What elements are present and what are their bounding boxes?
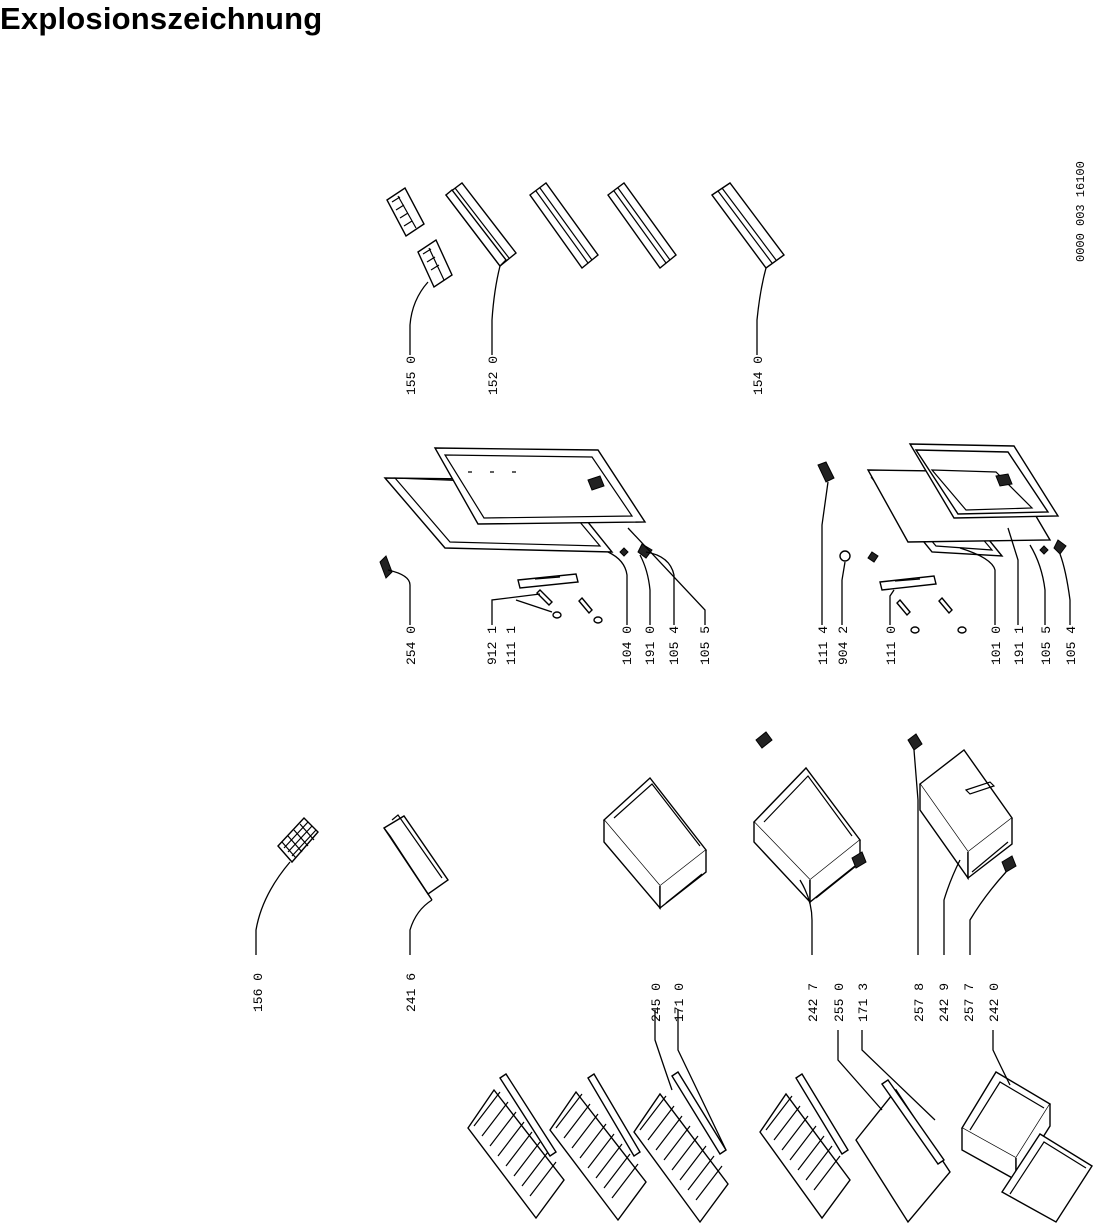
label-105-4-lower: 105 4 [1064,626,1079,665]
drawer-upper [603,776,707,910]
fridge-door-104-0 [383,447,647,553]
label-242-9: 242 9 [937,983,952,1022]
label-171-0: 171 0 [672,983,687,1022]
label-241-6: 241 6 [404,973,419,1012]
label-111-4: 111 4 [816,626,831,665]
door-shelf-154-0 [711,182,785,269]
label-154-0: 154 0 [751,356,766,395]
label-242-0: 242 0 [987,983,1002,1022]
door-shelf-b [607,182,677,270]
vegetable-bin-242-0 [961,1071,1093,1223]
label-171-3: 171 3 [856,983,871,1022]
label-191-1: 191 1 [1012,626,1027,665]
label-191-0: 191 0 [643,626,658,665]
door-shelf-152-0 [445,182,517,268]
label-111-0: 111 0 [884,626,899,665]
label-104-0: 104 0 [620,626,635,665]
label-904-2: 904 2 [836,626,851,665]
label-254-0: 254 0 [404,626,419,665]
label-255-0: 255 0 [832,983,847,1022]
label-111-1: 111 1 [504,626,519,665]
label-155-0: 155 0 [404,356,419,395]
wire-shelf-245-0 [633,1071,729,1224]
drawer-242-9 [907,733,1017,881]
door-shelf-a [529,182,599,270]
label-105-5-lower: 105 5 [1039,626,1054,665]
label-105-5-upper: 105 5 [698,626,713,665]
hinge-parts-lower [817,461,1067,634]
wire-shelf-1 [467,1073,565,1220]
freezer-door-101-0 [866,443,1060,557]
drawer-242-7 [753,731,867,904]
ice-tray-156-0 [277,816,319,864]
drawing-reference: 0000 003 16100 [1074,161,1088,262]
label-242-7: 242 7 [806,983,821,1022]
wire-shelf-4 [759,1073,851,1220]
page-title: Explosionszeichnung [0,1,323,36]
cover-241-6 [383,814,449,901]
wire-shelf-2 [549,1073,647,1222]
label-245-0: 245 0 [649,983,664,1022]
label-912-1: 912 1 [485,626,500,665]
label-105-4-upper: 105 4 [667,626,682,665]
label-152-0: 152 0 [486,356,501,395]
hinge-parts-upper [379,543,653,624]
glass-plate-255-0 [855,1079,951,1224]
label-156-0: 156 0 [251,973,266,1012]
label-257-8: 257 8 [912,983,927,1022]
egg-tray-155-0 [386,186,453,289]
label-101-0: 101 0 [989,626,1004,665]
label-257-7: 257 7 [962,983,977,1022]
